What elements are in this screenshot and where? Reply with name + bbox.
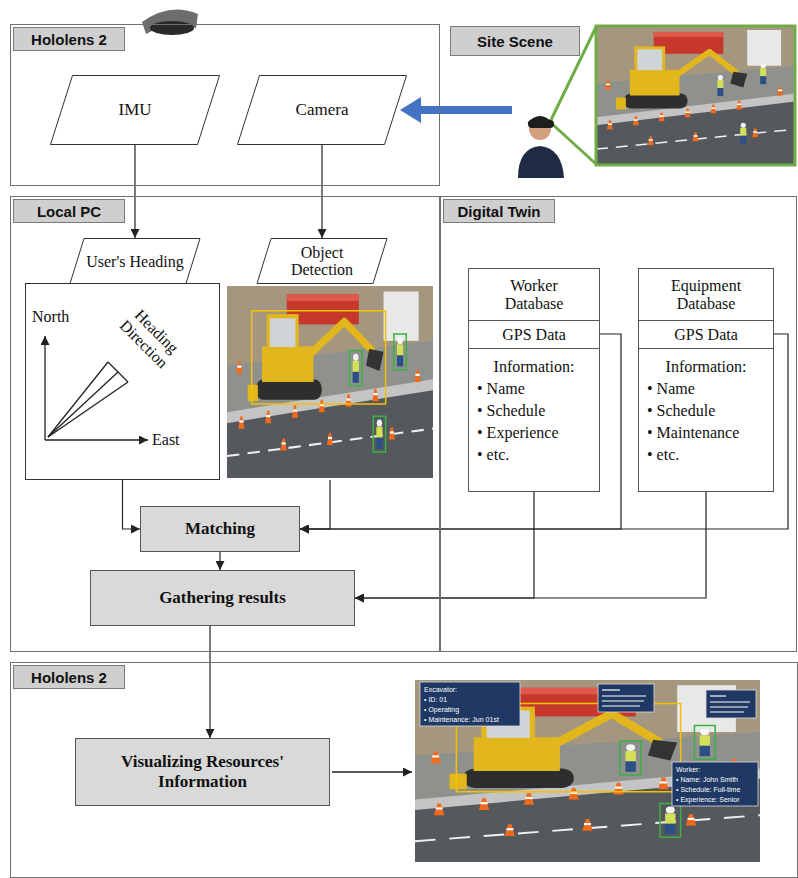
connector-arrow	[300, 334, 788, 529]
connector-arrow	[219, 552, 220, 570]
node-text: East	[152, 431, 180, 449]
module-box: Object Detection	[225, 238, 435, 480]
node-text: • etc.	[647, 444, 765, 466]
node-text: IMU	[118, 100, 151, 120]
panel-tab: Hololens 2	[13, 27, 125, 51]
node-text: Digital Twin	[457, 203, 540, 220]
section-tab: Site Scene	[450, 26, 580, 56]
input-parallelogram: Camera	[237, 75, 407, 145]
node-text: • etc.	[477, 444, 591, 466]
connector-arrow	[300, 480, 330, 529]
gps-section: GPS Data	[639, 320, 773, 348]
gps-section: GPS Data	[469, 320, 599, 348]
connector-arrow	[123, 480, 141, 529]
view-arrow	[400, 97, 512, 123]
connector-arrow	[134, 145, 135, 238]
database-box: GPS DataInformation:• Name• Schedule• Ma…	[638, 268, 774, 492]
hololens-icon	[142, 10, 198, 36]
tag-text: • Operating	[424, 705, 459, 714]
node-text: North	[32, 308, 69, 326]
database-box: GPS DataInformation:• Name• Schedule• Ex…	[468, 268, 600, 492]
info-section: Information:• Name• Schedule• Maintenanc…	[639, 348, 773, 491]
panel-tab: Digital Twin	[443, 199, 555, 223]
input-parallelogram: IMU	[50, 75, 220, 145]
node-text: Information:	[647, 356, 765, 378]
node-text: Information:	[477, 356, 591, 378]
node-text: Equipment Database	[656, 269, 756, 321]
tag-text: • ID: 01	[424, 695, 447, 704]
node-text: Visualizing Resources' Information	[95, 752, 311, 792]
module-outline	[25, 238, 220, 480]
output-arrow	[332, 771, 412, 772]
node-text: • Experience	[477, 422, 591, 444]
tag-text: • Maintenance: Jun 01st	[424, 715, 499, 724]
detection-image	[227, 286, 433, 478]
node-text: • Maintenance	[647, 422, 765, 444]
node-text: GPS Data	[502, 326, 566, 344]
tag-text: • Schedule: Full-time	[676, 785, 740, 794]
connector-arrow	[321, 145, 322, 238]
node-text: Hololens 2	[31, 31, 107, 48]
node-text: Site Scene	[477, 33, 553, 50]
compass-figure	[45, 336, 148, 440]
connector-arrow	[209, 626, 210, 738]
node-text: Heading Direction	[109, 297, 191, 379]
tag-text: Excavator:	[424, 685, 457, 694]
panel-tab: Hololens 2	[13, 665, 125, 689]
module-box: User's HeadingNorth Heading DirectionEast	[25, 238, 220, 480]
node-text: • Name	[647, 378, 765, 400]
node-text: Hololens 2	[31, 669, 107, 686]
node-text: Gathering results	[151, 588, 294, 608]
process-box: Matching	[140, 506, 300, 552]
panel-tab: Local PC	[13, 199, 125, 223]
node-text: Camera	[296, 100, 349, 120]
user-figure	[518, 118, 564, 178]
node-text: Matching	[177, 519, 263, 539]
site-photo	[550, 26, 795, 165]
node-text: Worker Database	[484, 269, 584, 321]
tag-text: Worker:	[676, 765, 700, 774]
node-text: • Name	[477, 378, 591, 400]
panel: User's HeadingNorth Heading DirectionEast…	[10, 196, 440, 652]
node-text: Local PC	[37, 203, 101, 220]
process-box: Gathering results	[90, 570, 355, 626]
node-text: Object Detection	[272, 238, 372, 284]
connector-arrow	[355, 491, 534, 598]
tag-text: • Name: John Smith	[676, 775, 738, 784]
node-text: • Schedule	[477, 400, 591, 422]
process-box: Visualizing Resources' Information	[75, 738, 330, 806]
tag-text: • Experience: Senior	[676, 795, 740, 804]
node-text: GPS Data	[674, 326, 738, 344]
node-text: User's Heading	[85, 238, 185, 284]
panel: GPS DataInformation:• Name• Schedule• Ex…	[440, 196, 797, 652]
info-section: Information:• Name• Schedule• Experience…	[469, 348, 599, 491]
output-image	[415, 680, 760, 862]
panel: IMU Camera Hololens 2	[10, 24, 440, 186]
node-text: • Schedule	[647, 400, 765, 422]
connector-arrow	[355, 491, 706, 598]
